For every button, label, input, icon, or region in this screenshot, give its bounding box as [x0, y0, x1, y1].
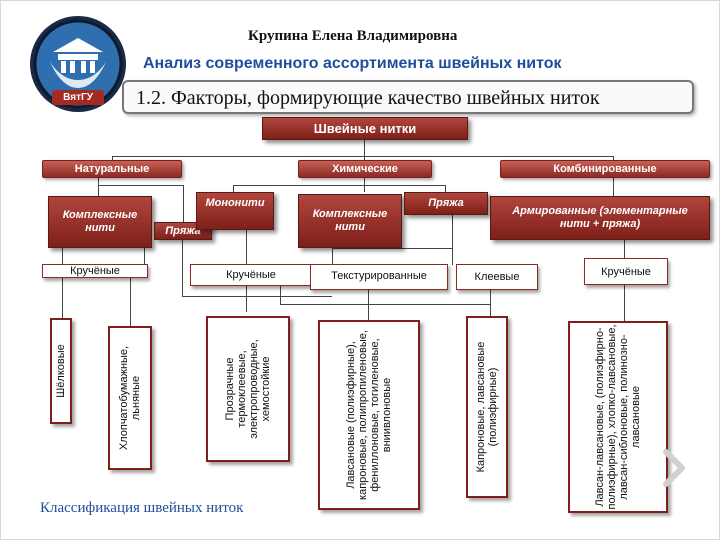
connector [490, 290, 491, 316]
connector [182, 296, 332, 297]
connector [445, 185, 446, 193]
connector [613, 178, 614, 196]
diagram-caption: Классификация швейных ниток [40, 500, 244, 516]
connector [233, 185, 234, 193]
node-armored: Армированные (элементарные нити + пряжа) [490, 196, 710, 240]
leaf-combined-types: Лавсан-лавсановые, (полиэфирно-полиэфирн… [568, 321, 668, 513]
connector [233, 185, 445, 186]
node-monofilament: Мононити [196, 192, 274, 230]
node-twisted-chemical: Кручёные [190, 264, 312, 286]
leaf-glued-types: Капроновые, лавсановые (полиэфирные) [466, 316, 508, 498]
connector [130, 278, 131, 326]
leaf-textured-types: Лавсановые (полиэфирные), капроновые, по… [318, 320, 420, 510]
connector [280, 286, 281, 304]
node-glued: Клеевые [456, 264, 538, 290]
node-chemical: Химические [298, 160, 432, 178]
node-textured: Текстурированные [310, 264, 448, 290]
connector [144, 248, 145, 264]
connector [452, 215, 453, 265]
node-twisted-combined: Кручёные [584, 258, 668, 285]
connector [364, 140, 365, 156]
connector [624, 240, 625, 258]
connector [98, 178, 99, 196]
connector [112, 156, 614, 157]
leaf-glued-types-text: Капроновые, лавсановые (полиэфирные) [475, 341, 499, 473]
connector [182, 240, 183, 296]
connector [62, 248, 63, 264]
presentation-subtitle: Анализ современного ассортимента швейных… [143, 55, 562, 72]
node-chemical-complex: Комплексные нити [298, 194, 402, 248]
next-slide-icon[interactable] [662, 448, 688, 488]
logo-text: ВятГУ [63, 92, 93, 103]
node-chemical-yarn: Пряжа [404, 192, 488, 215]
leaf-monofilament-types: Прозрачные термоклеевые, электропроводны… [206, 316, 290, 462]
connector [624, 285, 625, 321]
node-natural: Натуральные [42, 160, 182, 178]
section-title: 1.2. Факторы, формирующие качество швейн… [136, 87, 600, 109]
leaf-cotton-linen: Хлопчатобумажные, льняные [108, 326, 152, 470]
leaf-silk: Шёлковые [50, 318, 72, 424]
node-twisted-natural: Кручёные [42, 264, 148, 278]
connector [613, 156, 614, 162]
leaf-silk-text: Шёлковые [55, 344, 67, 398]
connector [332, 248, 333, 264]
section-title-banner: 1.2. Факторы, формирующие качество швейн… [122, 80, 694, 114]
node-sewing-threads: Швейные нитки [262, 117, 468, 140]
leaf-monofilament-types-text: Прозрачные термоклеевые, электропроводны… [224, 339, 272, 439]
connector [332, 248, 452, 249]
connector [183, 185, 184, 225]
node-natural-complex: Комплексные нити [48, 196, 152, 248]
leaf-textured-types-text: Лавсановые (полиэфирные), капроновые, по… [345, 330, 393, 500]
vyatgu-logo: ВятГУ [28, 14, 128, 114]
connector [280, 304, 490, 305]
connector [364, 156, 365, 162]
connector [62, 278, 63, 318]
connector [98, 185, 183, 186]
node-combined: Комбинированные [500, 160, 710, 178]
connector [112, 156, 113, 162]
connector [368, 290, 369, 320]
leaf-combined-types-text: Лавсан-лавсановые, (полиэфирно-полиэфирн… [594, 324, 642, 510]
leaf-cotton-linen-text: Хлопчатобумажные, льняные [118, 345, 142, 451]
author-name: Крупина Елена Владимировна [248, 28, 458, 44]
